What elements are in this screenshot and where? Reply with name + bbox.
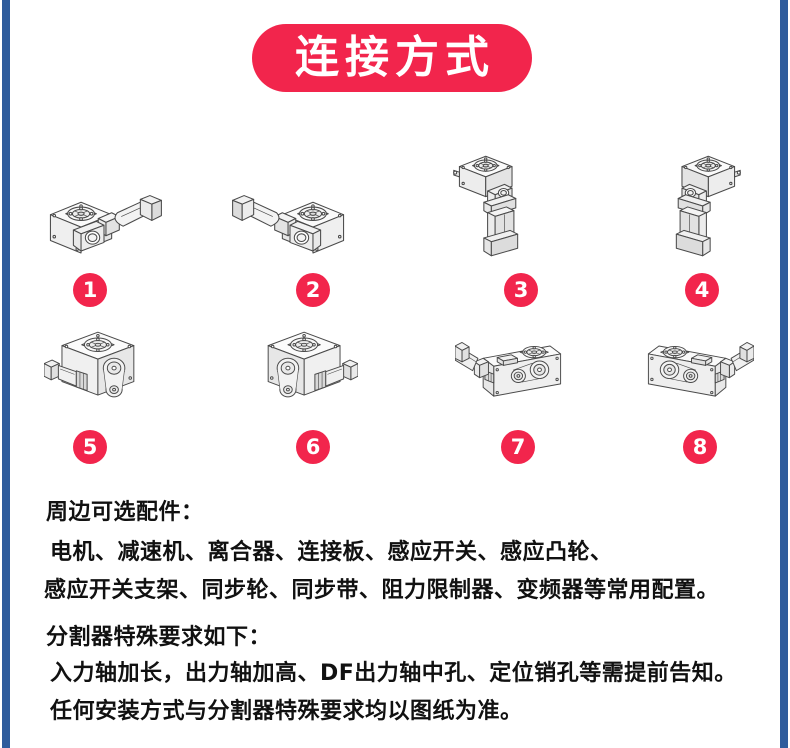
left-border — [2, 0, 10, 748]
indexer-vertical-motor-drawing — [453, 155, 519, 257]
connection-option-4 — [652, 144, 742, 268]
indexer-vertical-motor-mirrored-drawing — [675, 155, 741, 257]
accessories-line-2: 感应开关支架、同步轮、同步带、阻力限制器、变频器等常用配置。 — [44, 578, 720, 603]
indexer-side-motor-left-drawing — [232, 195, 345, 254]
item-number-badge-2: 2 — [296, 273, 330, 307]
item-number-badge-4: 4 — [685, 273, 719, 307]
requirements-line-2: 任何安装方式与分割器特殊要求均以图纸为准。 — [50, 699, 523, 724]
item-number-badge-1: 1 — [73, 273, 107, 307]
item-number-badge-5: 5 — [73, 430, 107, 464]
indexer-belt-drive-motor-right-drawing — [267, 331, 358, 398]
indexer-belt-drive-motor-left-drawing — [44, 331, 135, 398]
requirements-heading: 分割器特殊要求如下： — [46, 625, 272, 650]
section-title-banner: 连接方式 — [252, 24, 532, 92]
accessories-heading: 周边可选配件： — [46, 500, 204, 525]
item-number-badge-3: 3 — [504, 273, 538, 307]
indexer-flat-belt-motor-right-drawing — [647, 341, 754, 397]
item-number-badge-7: 7 — [501, 430, 535, 464]
item-number-badge-6: 6 — [296, 430, 330, 464]
requirements-line-1: 入力轴加长，出力轴加高、DF出力轴中孔、定位销孔等需提前告知。 — [50, 661, 737, 686]
item-number-badge-8: 8 — [683, 430, 717, 464]
connection-option-7 — [455, 324, 587, 412]
right-border — [780, 0, 788, 748]
connection-option-2 — [228, 186, 352, 274]
connection-option-3 — [452, 144, 542, 268]
connection-option-5 — [44, 318, 150, 420]
indexer-side-motor-right-drawing — [49, 195, 162, 254]
connection-option-6 — [252, 318, 358, 420]
section-title: 连接方式 — [295, 32, 495, 83]
accessories-line-1: 电机、减速机、离合器、连接板、感应开关、感应凸轮、 — [50, 540, 613, 565]
connection-option-8 — [622, 324, 754, 412]
indexer-flat-belt-motor-left-drawing — [455, 341, 562, 397]
connection-option-1 — [42, 186, 166, 274]
